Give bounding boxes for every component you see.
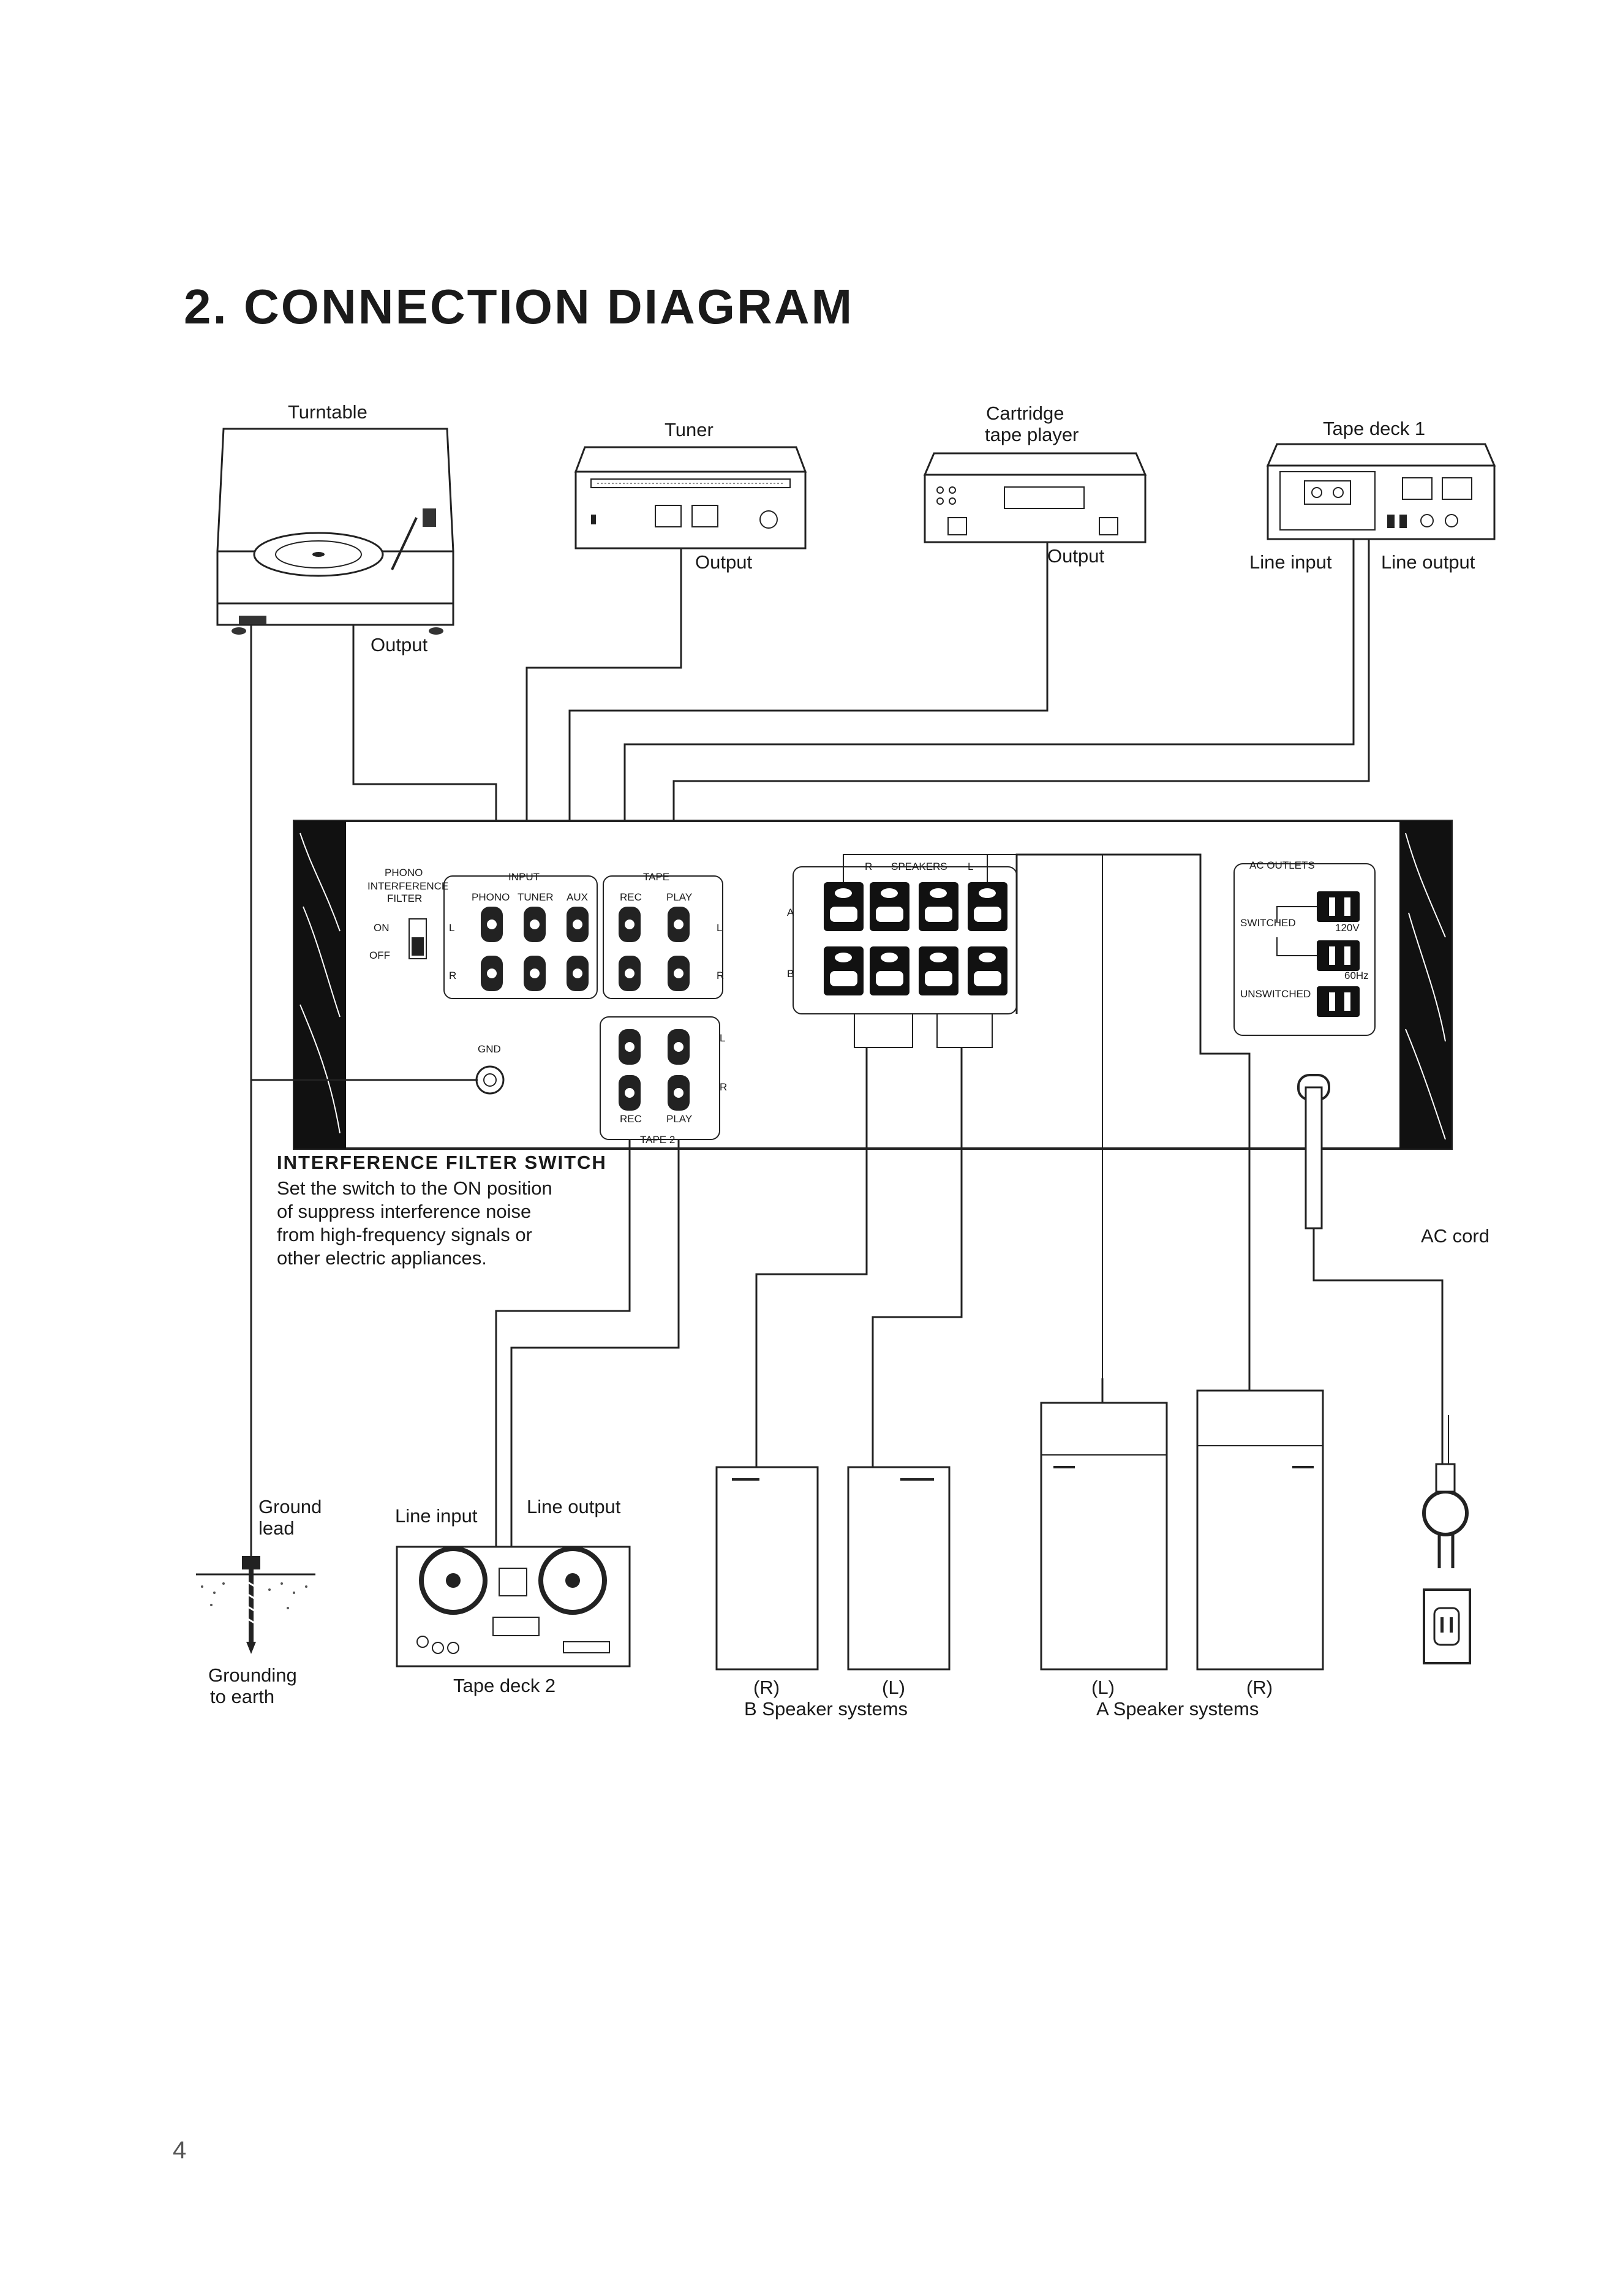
cartridge-output-label: Output (1047, 545, 1104, 567)
turntable-output-label: Output (371, 634, 427, 655)
jack-phono-label: PHONO (472, 891, 510, 903)
ac-cord-label: AC cord (1421, 1225, 1489, 1247)
tape-deck-2-line-output-label: Line output (527, 1496, 621, 1517)
input-r-label: R (449, 970, 456, 981)
interference-note-line4: other electric appliances. (277, 1247, 487, 1269)
tape-deck-1-line-input-label: Line input (1249, 551, 1332, 573)
tuner-label: Tuner (665, 419, 714, 440)
page-number: 4 (173, 2137, 187, 2164)
ac-voltage-label: 120V (1335, 922, 1360, 934)
interference-note-line1: Set the switch to the ON position (277, 1177, 552, 1199)
phono-filter-label-2: INTERFERENCE (367, 880, 448, 892)
b-speaker-right-label: (R) (753, 1677, 780, 1698)
tuner (574, 446, 807, 549)
switch-off-label: OFF (369, 950, 390, 961)
ac-unswitched-label: UNSWITCHED (1240, 988, 1311, 1000)
speaker-terminal-wiring (843, 854, 1103, 1378)
page-title: 2. CONNECTION DIAGRAM (184, 279, 854, 334)
cartridge-tape-player (923, 452, 1147, 543)
turntable (216, 428, 454, 635)
tape-r-label: R (717, 970, 724, 981)
ac-frequency-label: 60Hz (1344, 970, 1369, 981)
cartridge-label-line2: tape player (985, 424, 1079, 445)
b-speaker-left (847, 1466, 951, 1671)
tape-l-label: L (717, 922, 722, 934)
switch-on-label: ON (374, 922, 390, 934)
ground-lead-label-1: Ground (258, 1496, 322, 1517)
speakers-l-label: L (968, 861, 973, 872)
grounding-earth-label-1: Grounding (208, 1664, 297, 1686)
jack-tuner-label: TUNER (518, 891, 554, 903)
interference-note-heading: INTERFERENCE FILTER SWITCH (277, 1152, 607, 1173)
tape2-l-label: L (720, 1032, 725, 1044)
tape2-group-label: TAPE 2 (640, 1134, 675, 1146)
a-speakers-caption: A Speaker systems (1096, 1698, 1259, 1720)
tape2-play-label: PLAY (666, 1113, 692, 1125)
a-speaker-left (1040, 1402, 1168, 1671)
jack-play-label: PLAY (666, 891, 692, 903)
input-group-label: INPUT (508, 871, 540, 883)
phono-filter-label-3: FILTER (387, 893, 422, 904)
tape2-r-label: R (720, 1081, 727, 1093)
input-l-label: L (449, 922, 454, 934)
speakers-a-label: A (787, 907, 794, 918)
gnd-label: GND (478, 1043, 501, 1055)
ac-cord (1312, 1228, 1471, 1664)
tape-deck-2-wiring (495, 1139, 680, 1547)
a-speaker-right (1196, 1389, 1324, 1671)
tape2-rec-label: REC (620, 1113, 642, 1125)
phono-filter-label-1: PHONO (385, 867, 423, 878)
b-speakers-caption: B Speaker systems (744, 1698, 908, 1720)
interference-note-line2: of suppress interference noise (277, 1201, 531, 1222)
ac-outlets-label: AC OUTLETS (1249, 859, 1315, 871)
tape-deck-1-line-output-label: Line output (1381, 551, 1475, 573)
speakers-b-label: B (787, 968, 794, 980)
a-speaker-right-label: (R) (1246, 1677, 1273, 1698)
cartridge-label-line1: Cartridge (986, 402, 1064, 424)
speakers-r-label: R (865, 861, 872, 872)
b-speaker-right (715, 1466, 819, 1671)
ground-wiring (196, 625, 478, 1654)
a-speaker-left-label: (L) (1091, 1677, 1115, 1698)
speaker-wiring (755, 853, 1251, 1467)
ground-lead-label-2: lead (258, 1517, 295, 1539)
ac-switched-label: SWITCHED (1240, 917, 1296, 929)
turntable-label: Turntable (288, 401, 367, 423)
speakers-group-label: SPEAKERS (891, 861, 947, 872)
tape-deck-2 (396, 1546, 631, 1667)
amplifier-rear-panel (293, 820, 1453, 1229)
tape-deck-1 (1266, 443, 1496, 540)
grounding-earth-label-2: to earth (210, 1686, 274, 1707)
b-speaker-left-label: (L) (882, 1677, 905, 1698)
tape-deck-1-label: Tape deck 1 (1323, 418, 1425, 439)
jack-aux-label: AUX (567, 891, 588, 903)
tuner-output-label: Output (695, 551, 752, 573)
tape-deck-2-line-input-label: Line input (395, 1505, 478, 1527)
interference-note-line3: from high-frequency signals or (277, 1224, 532, 1245)
tape-deck-2-label: Tape deck 2 (453, 1675, 555, 1696)
jack-rec-label: REC (620, 891, 642, 903)
tape-group-label: TAPE (643, 871, 669, 883)
